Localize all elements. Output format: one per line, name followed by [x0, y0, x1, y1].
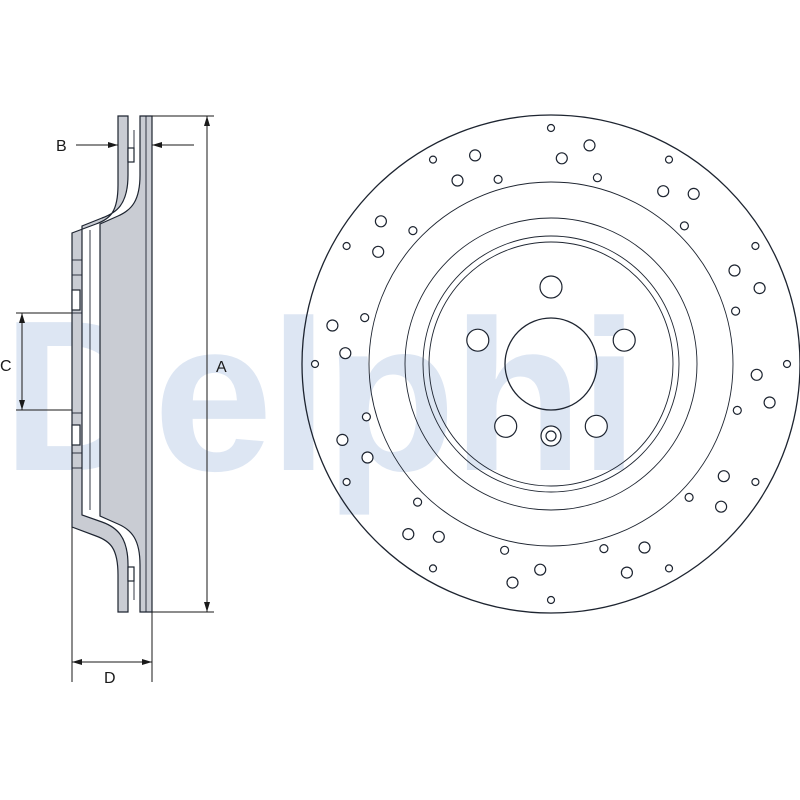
drill-hole — [493, 174, 503, 184]
hat-step — [422, 235, 680, 493]
bolt-hole — [539, 275, 563, 299]
drill-hole — [372, 245, 385, 258]
center-bore — [504, 317, 598, 411]
drill-hole — [310, 359, 320, 369]
bolt-hole — [466, 328, 490, 352]
disc-outer-edge — [301, 114, 800, 614]
locating-hole — [540, 425, 562, 447]
drill-hole — [750, 368, 763, 381]
drill-hole — [687, 187, 700, 200]
drill-hole — [432, 530, 445, 543]
dimension-c: C — [0, 312, 72, 411]
drill-hole — [428, 564, 438, 573]
drill-hole — [428, 155, 438, 164]
drill-hole — [500, 545, 510, 555]
drill-hole — [342, 477, 351, 487]
drill-hole — [360, 313, 370, 323]
drill-hole — [753, 282, 766, 295]
drill-hole — [326, 319, 339, 332]
drill-hole — [638, 541, 651, 554]
drill-hole — [413, 497, 423, 507]
dimension-label-a: A — [216, 359, 227, 376]
drill-hole — [717, 470, 730, 483]
drill-hole — [620, 566, 634, 579]
drill-hole — [664, 155, 674, 164]
disc-front-view — [301, 114, 800, 614]
drill-hole — [342, 241, 351, 251]
braking-surface-inner-edge — [368, 181, 734, 547]
drill-hole — [728, 264, 741, 277]
bolt-hole — [612, 328, 636, 352]
cross-drilled-holes — [310, 123, 792, 605]
drill-hole — [469, 149, 482, 162]
dimension-a: A — [152, 115, 227, 613]
drill-hole — [664, 564, 674, 573]
dimension-b: B — [56, 138, 194, 155]
drill-hole — [684, 492, 694, 502]
drill-hole — [782, 359, 792, 369]
hat-face — [428, 241, 674, 487]
dimension-label-d: D — [104, 670, 116, 687]
drill-hole — [555, 152, 568, 165]
wheel-bolt-holes — [466, 275, 636, 438]
drill-hole — [732, 405, 742, 415]
drill-hole — [534, 563, 547, 576]
drill-hole — [592, 173, 603, 183]
drill-hole — [361, 451, 374, 464]
hat-outer-edge — [404, 217, 698, 511]
bolt-hole — [494, 414, 518, 438]
brand-watermark: Delphi — [2, 275, 635, 516]
dimension-d: D — [71, 527, 153, 687]
dimension-label-c: C — [0, 358, 12, 375]
drill-hole — [408, 226, 418, 236]
dimension-label-b: B — [56, 138, 67, 155]
drill-hole — [339, 347, 352, 360]
drill-hole — [546, 123, 556, 133]
drill-hole — [714, 500, 728, 513]
drill-hole — [361, 412, 371, 422]
drill-hole — [679, 221, 690, 231]
drill-hole — [751, 477, 760, 487]
drill-hole — [583, 139, 596, 152]
drill-hole — [374, 215, 387, 228]
bolt-hole — [584, 414, 608, 438]
drill-hole — [546, 595, 556, 605]
drill-hole — [451, 174, 464, 187]
drill-hole — [751, 241, 760, 251]
disc-side-profile — [71, 115, 153, 613]
drill-hole — [599, 543, 609, 554]
drill-hole — [730, 306, 741, 316]
drill-hole — [506, 576, 519, 589]
drill-hole — [763, 396, 776, 409]
drill-hole — [336, 433, 349, 446]
drill-hole — [657, 185, 670, 198]
drill-hole — [402, 527, 415, 541]
